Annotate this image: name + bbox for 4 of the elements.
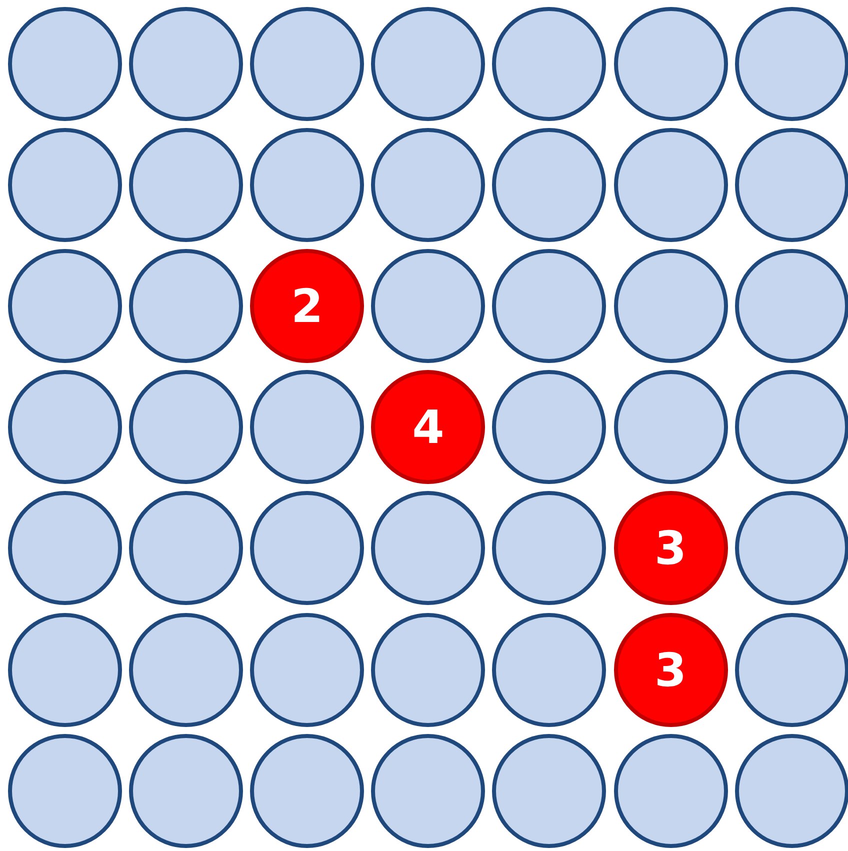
number-label: 3: [654, 525, 686, 572]
number-label: 4: [412, 404, 444, 450]
number-label: 2: [291, 283, 324, 330]
number-label: 3: [654, 646, 686, 692]
